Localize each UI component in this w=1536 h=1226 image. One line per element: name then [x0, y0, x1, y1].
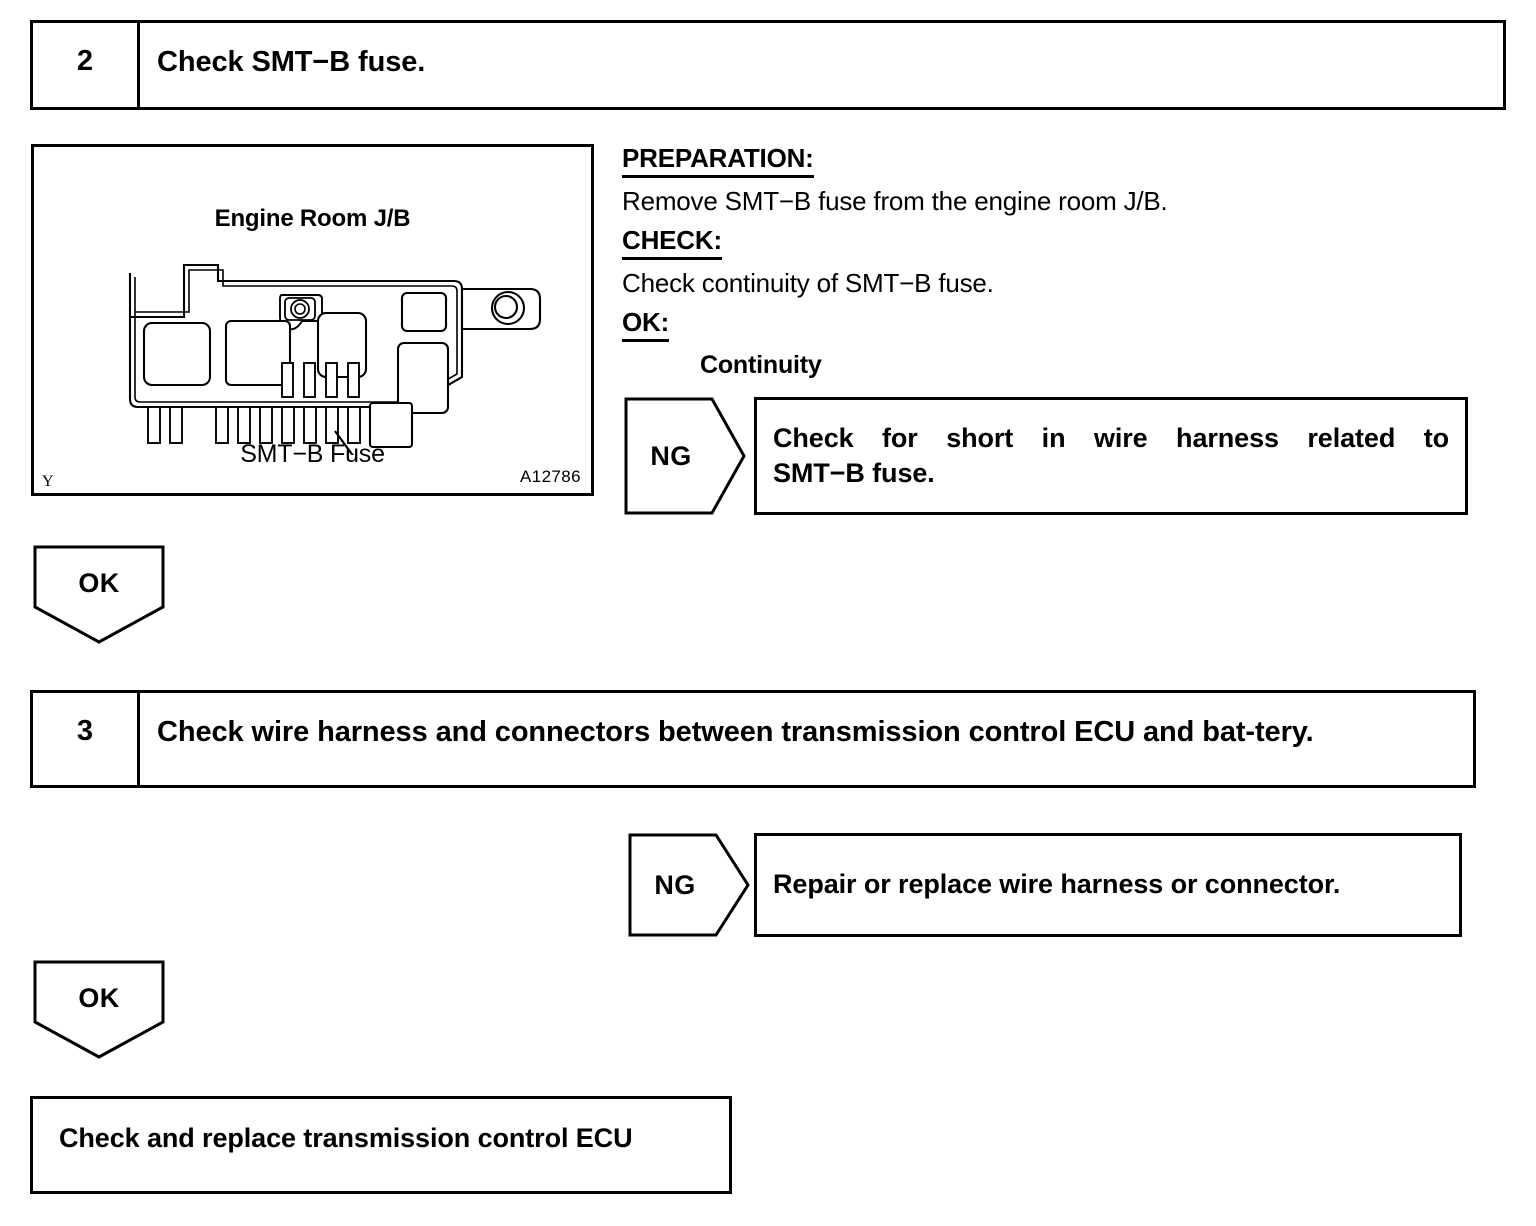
jb-relay-cavity-top-right: [400, 291, 448, 333]
figure-caption-smt-b-fuse: SMT−B Fuse: [240, 440, 385, 468]
figure-corner-mark: Y: [42, 473, 54, 490]
jb-fuse-row-lower-main: [215, 406, 371, 444]
procedure-text-column: PREPARATION: Remove SMT−B fuse from the …: [622, 143, 1462, 380]
step-3-number: 3: [33, 693, 140, 785]
step-2-box: 2 Check SMT−B fuse.: [30, 20, 1506, 110]
ng-action-box-1: Check for short in wire harness related …: [754, 397, 1468, 515]
smt-b-fuse-leader-line: [334, 430, 354, 455]
jb-fuse-row-upper: [281, 362, 360, 398]
step-3-title: Check wire harness and connectors betwee…: [157, 716, 1314, 748]
jb-relay-cavity-left-1: [142, 321, 212, 387]
ok-arrow-shape-2: [33, 960, 165, 1059]
jb-screw-head-inner: [294, 303, 306, 315]
ok-branch-2: OK: [33, 960, 165, 1060]
ng-label-2: NG: [654, 869, 696, 900]
figure-id-label: A12786: [519, 467, 581, 486]
jb-relay-cavity-left-2: [224, 319, 292, 387]
final-result-text: Check and replace transmission control E…: [59, 1123, 633, 1153]
ng-label-1: NG: [650, 440, 692, 471]
ng-action-text-2-line1: Repair or replace wire harness or connec…: [773, 869, 1341, 900]
jb-relay-cavity-right-lower: [368, 401, 414, 449]
ng-arrow-shape-1: [624, 397, 746, 515]
ok-label-1: OK: [78, 567, 120, 598]
step-3-box: 3 Check wire harness and connectors betw…: [30, 690, 1476, 788]
figure-panel-engine-room-jb: Engine Room J/B: [31, 144, 594, 496]
preparation-heading: PREPARATION:: [622, 143, 814, 178]
ng-action-text-1: Check for short in wire harness related …: [757, 421, 1465, 491]
figure-title: Engine Room J/B: [214, 205, 411, 232]
step-2-number: 2: [33, 23, 140, 107]
jb-fuse-row-lower-left: [147, 406, 183, 444]
check-body: Check continuity of SMT−B fuse.: [622, 268, 994, 298]
jb-relay-cavity-center-top: [316, 311, 368, 379]
ng-branch-2: NG: [628, 833, 750, 937]
ng-action-text-1-line2: SMT−B fuse.: [773, 458, 935, 488]
step-2-title: Check SMT−B fuse.: [157, 46, 426, 78]
jb-tab-hole-inner: [493, 294, 519, 320]
ok-arrow-shape-1: [33, 545, 165, 644]
ok-criteria-value: Continuity: [700, 351, 822, 379]
ok-label-2: OK: [78, 982, 120, 1013]
ok-heading: OK:: [622, 307, 669, 342]
jb-relay-cavity-right-mid: [396, 341, 450, 415]
preparation-body: Remove SMT−B fuse from the engine room J…: [622, 186, 1168, 216]
jb-body-inner-outline: [134, 269, 458, 403]
ng-arrow-shape-2: [628, 833, 750, 937]
check-heading: CHECK:: [622, 225, 722, 260]
ng-action-text-1-line1: Check for short in wire harness related …: [773, 422, 1449, 453]
final-result-box: Check and replace transmission control E…: [30, 1096, 732, 1194]
ng-branch-1: NG: [624, 397, 746, 515]
ng-action-box-2: Repair or replace wire harness or connec…: [754, 833, 1462, 937]
ng-action-text-2: Repair or replace wire harness or connec…: [757, 867, 1459, 902]
ok-branch-1: OK: [33, 545, 165, 645]
engine-room-junction-block-illustration: [128, 263, 542, 455]
